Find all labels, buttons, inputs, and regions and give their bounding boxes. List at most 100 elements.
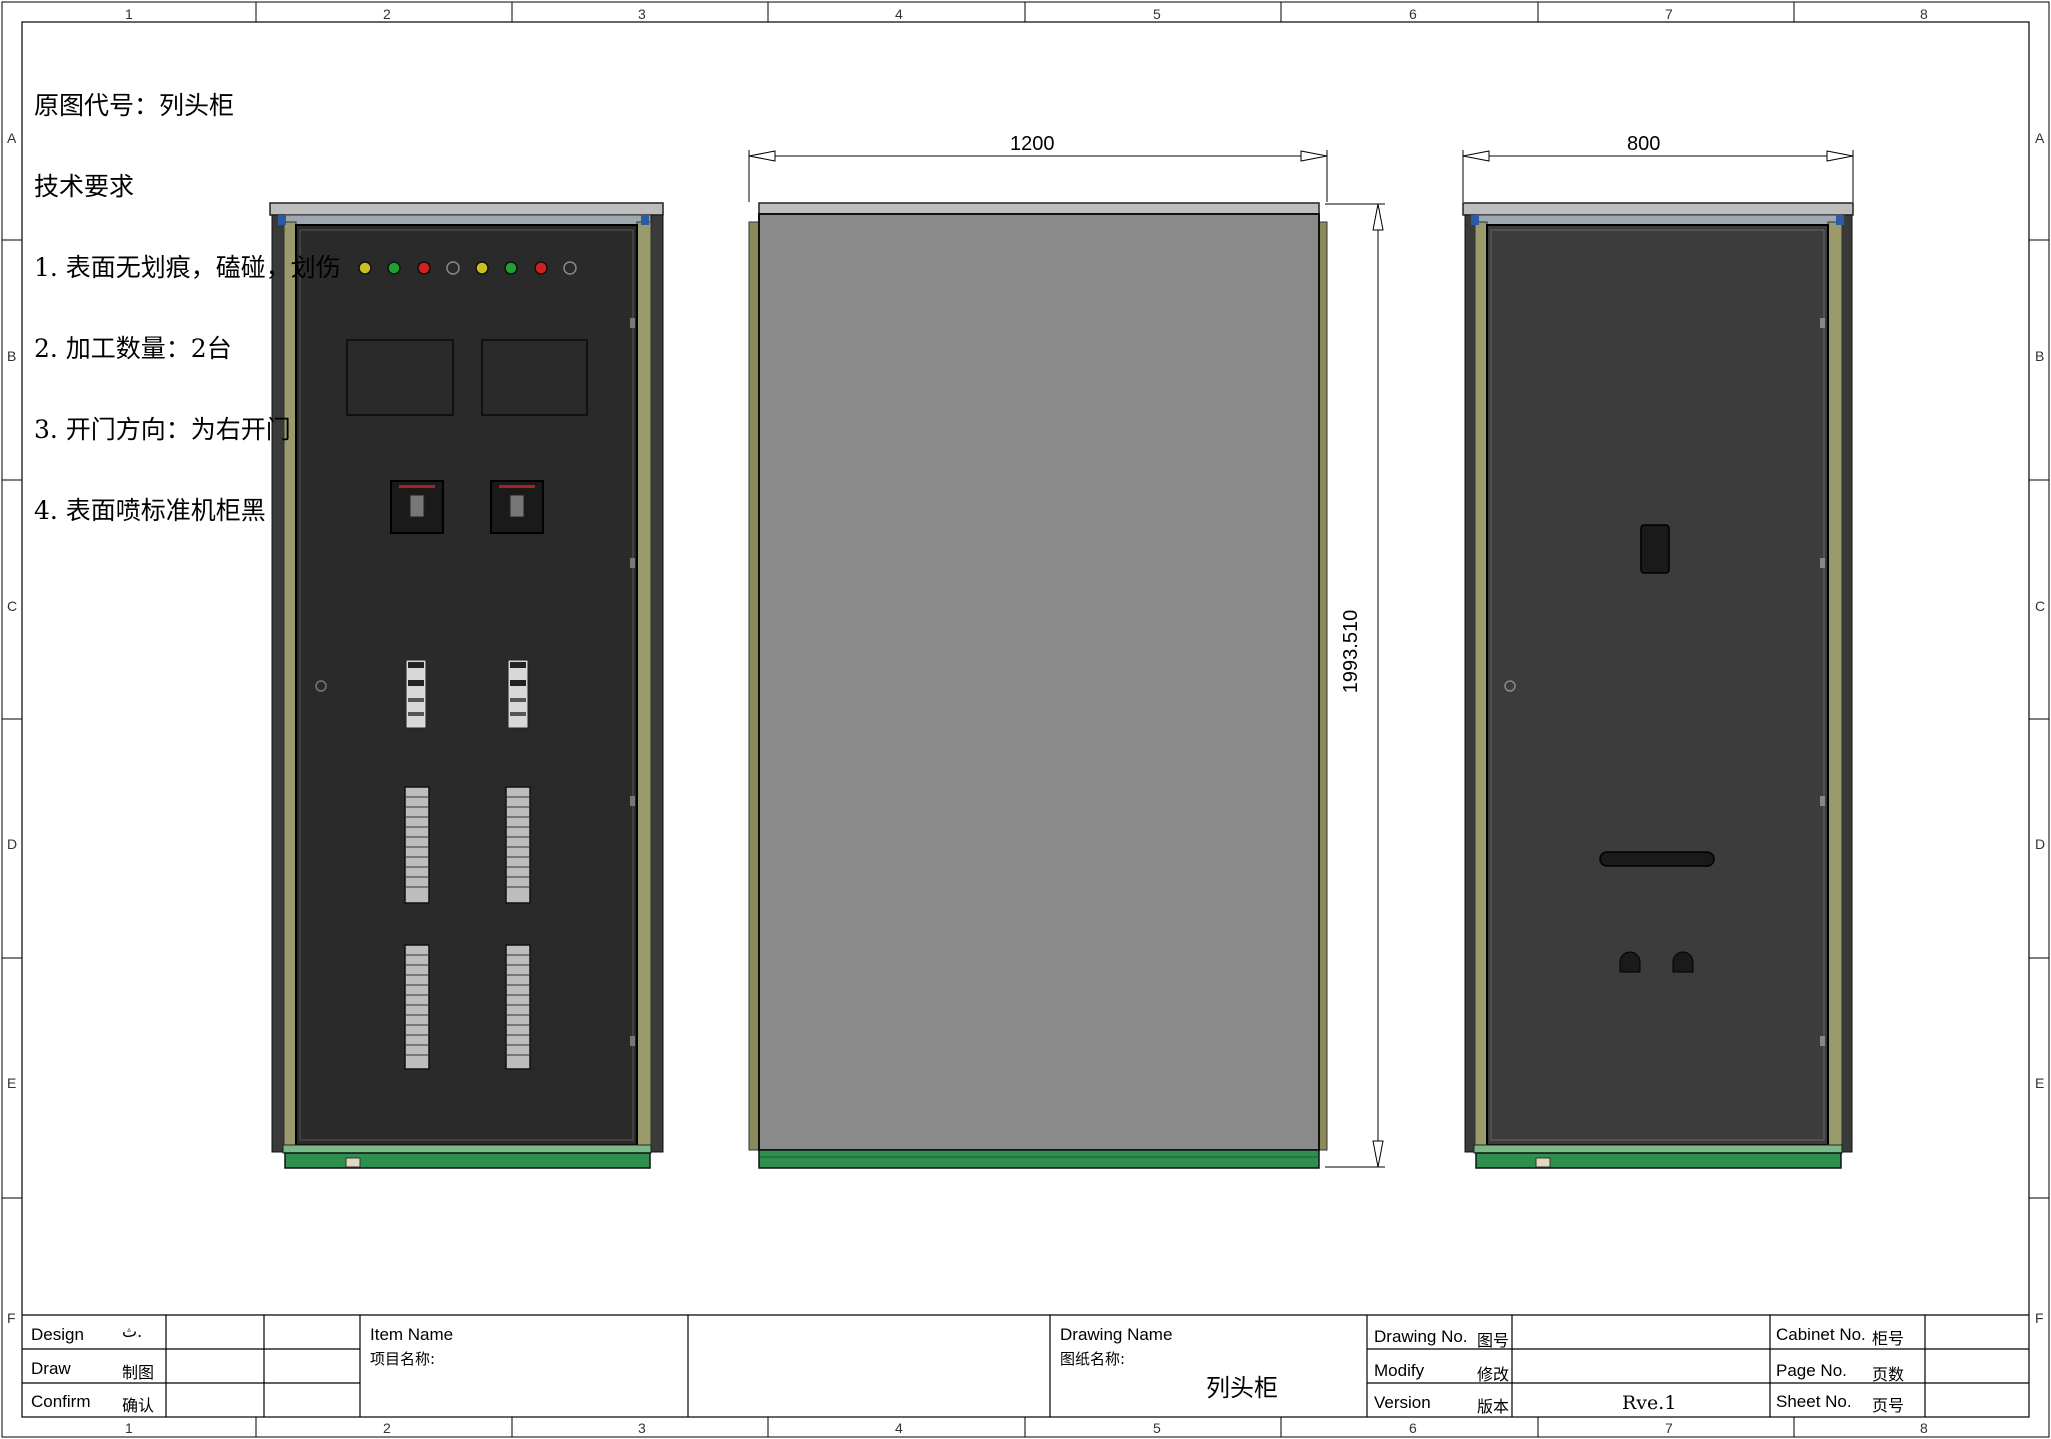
- dimension-width-back: 800: [1627, 133, 1661, 155]
- front-right-frame: [636, 221, 652, 1153]
- tb-version-label: Version: [1374, 1393, 1431, 1412]
- back-right-post: [1841, 214, 1853, 1153]
- tb-item-name-label: Item Name: [370, 1325, 454, 1344]
- breaker-strip-3: [404, 944, 430, 1070]
- zone-col-4-bottom: 4: [895, 1420, 903, 1436]
- switch-block-2: [507, 659, 529, 729]
- back-vent-slot: [1599, 851, 1715, 867]
- tb-drawing-no-cn: 图号: [1477, 1331, 1510, 1350]
- note-tech-requirements-heading: 技术要求: [34, 172, 135, 201]
- lamp-green-2: [504, 261, 518, 275]
- front-base: [282, 1144, 652, 1154]
- tb-drawing-name-cn: 图纸名称:: [1060, 1350, 1126, 1368]
- side-right-frame: [1318, 221, 1328, 1151]
- tb-modify-label: Modify: [1374, 1361, 1425, 1380]
- indicator-lamps: [358, 261, 577, 275]
- zone-row-f-right: F: [2035, 1310, 2044, 1326]
- zone-row-c-right: C: [2035, 598, 2046, 614]
- zone-col-1-bottom: 1: [125, 1420, 133, 1436]
- zone-col-6-top: 6: [1409, 6, 1417, 22]
- cable-entry-right: [1672, 951, 1694, 973]
- tb-version-cn: 版本: [1477, 1397, 1510, 1416]
- note-drawing-code: 原图代号：列头柜: [34, 91, 235, 120]
- zone-col-2-top: 2: [383, 6, 391, 22]
- lamp-off-1: [446, 261, 460, 275]
- lamp-red-2: [534, 261, 548, 275]
- tb-design-signature: ث.: [122, 1322, 143, 1341]
- note-requirement-2: 2. 加工数量：2台: [34, 334, 232, 363]
- zone-col-1-top: 1: [125, 6, 133, 22]
- zone-row-d-right: D: [2035, 836, 2046, 852]
- tb-confirm-label: Confirm: [31, 1392, 91, 1411]
- tb-sheet-no-label: Sheet No.: [1776, 1392, 1852, 1411]
- tb-page-no-label: Page No.: [1776, 1361, 1847, 1380]
- zone-col-5-bottom: 5: [1153, 1420, 1161, 1436]
- zone-row-d-left: D: [7, 836, 18, 852]
- zone-row-b-left: B: [7, 348, 17, 364]
- tb-item-name-cn: 项目名称:: [370, 1350, 436, 1368]
- lamp-red-1: [417, 261, 431, 275]
- zone-col-8-top: 8: [1920, 6, 1928, 22]
- note-requirement-1: 1. 表面无划痕，磕碰，划伤: [34, 253, 341, 282]
- side-base: [758, 1149, 1320, 1169]
- back-door-lock-icon: [1504, 680, 1516, 692]
- tb-draw-label: Draw: [31, 1359, 71, 1378]
- lamp-off-2: [563, 261, 577, 275]
- lamp-yellow-2: [475, 261, 489, 275]
- back-base: [1473, 1144, 1843, 1154]
- cable-entry-left: [1619, 951, 1641, 973]
- tb-version-value: Rve.1: [1622, 1392, 1677, 1414]
- zone-col-5-top: 5: [1153, 6, 1161, 22]
- zone-col-6-bottom: 6: [1409, 1420, 1417, 1436]
- back-top-cap: [1462, 202, 1854, 216]
- zone-col-7-bottom: 7: [1665, 1420, 1673, 1436]
- back-right-frame: [1827, 221, 1843, 1153]
- breaker-strip-2: [505, 786, 531, 904]
- title-block: [22, 1314, 2029, 1417]
- lamp-green-1: [387, 261, 401, 275]
- lamp-yellow-1: [358, 261, 372, 275]
- zone-col-2-bottom: 2: [383, 1420, 391, 1436]
- tb-drawing-no-label: Drawing No.: [1374, 1327, 1468, 1346]
- note-requirement-4: 4. 表面喷标准机柜黑: [34, 496, 266, 525]
- door-lock-icon: [315, 680, 327, 692]
- dimension-height: 1993.510: [1340, 609, 1363, 694]
- dimension-width-side: 1200: [1010, 133, 1055, 155]
- back-handle-block: [1640, 524, 1670, 574]
- back-left-frame: [1474, 221, 1488, 1153]
- dimension-lines: [748, 150, 1854, 1168]
- zone-row-b-right: B: [2035, 348, 2045, 364]
- zone-col-3-top: 3: [638, 6, 646, 22]
- zone-col-8-bottom: 8: [1920, 1420, 1928, 1436]
- zone-col-7-top: 7: [1665, 6, 1673, 22]
- back-left-post: [1464, 214, 1476, 1153]
- tb-cabinet-no-cn: 柜号: [1872, 1329, 1905, 1348]
- zone-row-c-left: C: [7, 598, 18, 614]
- front-right-post: [650, 214, 664, 1153]
- tb-design-label: Design: [31, 1325, 84, 1344]
- tb-draw-cn: 制图: [122, 1363, 155, 1382]
- tb-drawing-name-label: Drawing Name: [1060, 1325, 1173, 1344]
- tb-confirm-cn: 确认: [122, 1396, 155, 1415]
- meter-window-2: [481, 339, 588, 416]
- tb-page-no-cn: 页数: [1872, 1365, 1905, 1384]
- tb-cabinet-no-label: Cabinet No.: [1776, 1325, 1866, 1344]
- breaker-strip-1: [404, 786, 430, 904]
- front-view-cabinet: [269, 202, 664, 1169]
- zone-row-e-left: E: [7, 1075, 17, 1091]
- meter-window-1: [346, 339, 454, 416]
- tb-drawing-name-value: 列头柜: [1206, 1374, 1278, 1402]
- main-breaker-2: [490, 480, 544, 534]
- zone-row-e-right: E: [2035, 1075, 2045, 1091]
- side-left-frame: [748, 221, 760, 1151]
- side-panel: [758, 213, 1320, 1151]
- main-breaker-1: [390, 480, 444, 534]
- side-view-cabinet: [748, 202, 1328, 1169]
- back-door-panel: [1486, 224, 1829, 1146]
- zone-col-3-bottom: 3: [638, 1420, 646, 1436]
- technical-notes: 原图代号：列头柜 技术要求 1. 表面无划痕，磕碰，划伤 2. 加工数量：2台 …: [34, 38, 341, 551]
- zone-col-4-top: 4: [895, 6, 903, 22]
- zone-row-f-left: F: [7, 1310, 16, 1326]
